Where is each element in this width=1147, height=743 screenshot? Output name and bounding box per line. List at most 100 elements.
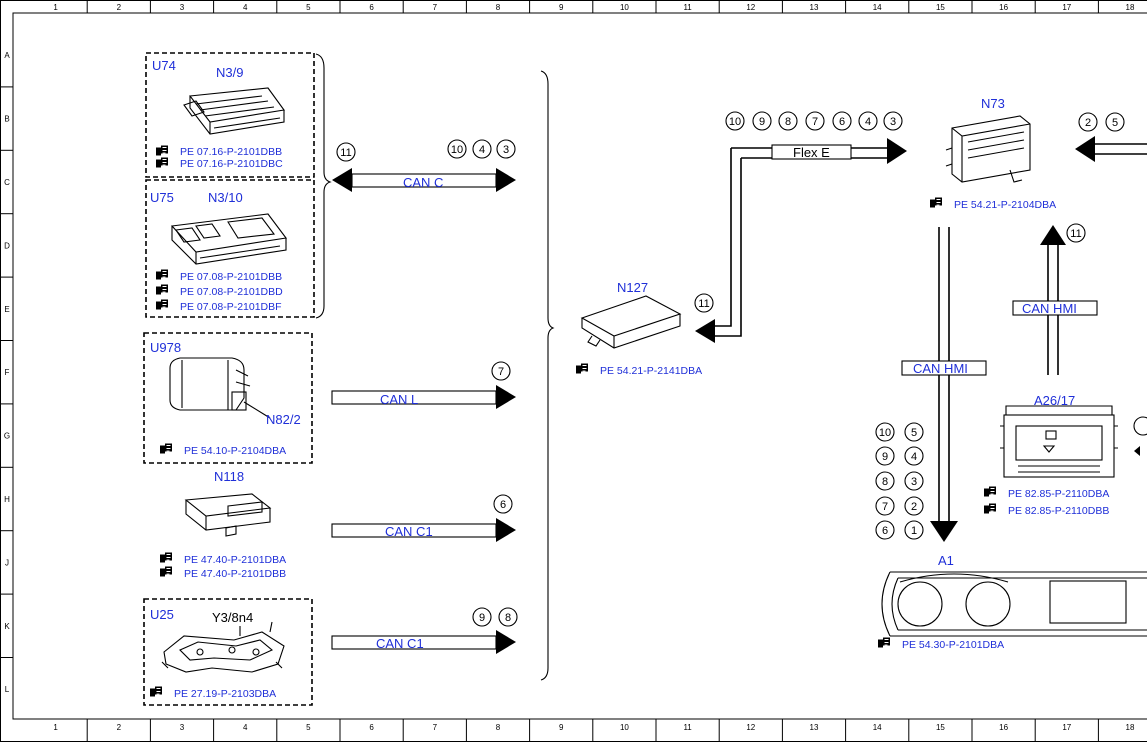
grid-column-label: 10 xyxy=(620,3,629,12)
svg-text:3: 3 xyxy=(503,144,509,156)
ref-u74-2[interactable]: PE 07.16-P-2101DBC xyxy=(180,158,283,170)
svg-text:6: 6 xyxy=(839,116,845,128)
wire-circle: 2 xyxy=(1078,112,1098,132)
bus-label-can-c: CAN C xyxy=(403,175,443,190)
ref-n73[interactable]: PE 54.21-P-2104DBA xyxy=(954,199,1056,211)
grid-column-label: 13 xyxy=(810,723,819,732)
wire-circle: 3 xyxy=(496,139,516,159)
module-label-n82-2: N82/2 xyxy=(266,412,301,427)
ref-u74-1[interactable]: PE 07.16-P-2101DBB xyxy=(180,146,282,158)
ref-u75-3[interactable]: PE 07.08-P-2101DBF xyxy=(180,301,282,313)
grid-column-label: 3 xyxy=(180,3,185,12)
bus-label-can-c1-b: CAN C1 xyxy=(376,636,424,651)
grid-row-label: E xyxy=(4,305,9,314)
wire-circle: 3 xyxy=(883,111,903,131)
module-label-n127: N127 xyxy=(617,280,648,295)
svg-text:11: 11 xyxy=(340,147,351,159)
wire-circle: 7 xyxy=(805,111,825,131)
grid-column-label: 12 xyxy=(746,723,755,732)
grid-column-label: 2 xyxy=(117,3,122,12)
svg-text:3: 3 xyxy=(911,476,917,488)
module-label-n118: N118 xyxy=(214,469,244,484)
ref-n118-1[interactable]: PE 47.40-P-2101DBA xyxy=(184,554,286,566)
ref-a1[interactable]: PE 54.30-P-2101DBA xyxy=(902,639,1004,651)
ref-u75-2[interactable]: PE 07.08-P-2101DBD xyxy=(180,286,283,298)
ref-u25[interactable]: PE 27.19-P-2103DBA xyxy=(174,688,276,700)
svg-text:10: 10 xyxy=(879,427,891,439)
svg-text:10: 10 xyxy=(729,116,741,128)
bus-can-l: CAN L xyxy=(331,385,516,409)
grid-row-label: L xyxy=(5,685,10,694)
grid-column-label: 3 xyxy=(180,723,185,732)
ref-u75-1[interactable]: PE 07.08-P-2101DBB xyxy=(180,271,282,283)
bracket-u74-u75 xyxy=(315,53,332,319)
group-label-u25: U25 xyxy=(150,607,174,622)
grid-column-label: 10 xyxy=(620,723,629,732)
grid-column-label: 4 xyxy=(243,3,248,12)
ecu-n3-9-icon xyxy=(183,87,285,135)
module-n73: N73 PE 54.21-P-2104DBA xyxy=(930,96,1056,211)
ref-n118-2[interactable]: PE 47.40-P-2101DBB xyxy=(184,568,286,580)
module-a26-17: A26/17 PE 82.85-P-2110DBA PE 82.85-P-211… xyxy=(984,393,1147,517)
svg-text:9: 9 xyxy=(759,116,765,128)
module-a1: A1 PE 54.30-P-2101DBA xyxy=(878,553,1147,651)
wire-circle: 11 xyxy=(694,293,714,313)
module-label-y3-8n4: Y3/8n4 xyxy=(212,610,253,625)
grid-column-label: 16 xyxy=(999,3,1008,12)
module-label-n3-9: N3/9 xyxy=(216,65,243,80)
wire-circle: 5 xyxy=(904,422,924,442)
wire-circle: 8 xyxy=(498,607,518,627)
grid-column-label: 1 xyxy=(53,3,58,12)
ref-u978[interactable]: PE 54.10-P-2104DBA xyxy=(184,445,286,457)
wire-circle: 4 xyxy=(858,111,878,131)
svg-text:7: 7 xyxy=(812,116,818,128)
module-label-a26-17: A26/17 xyxy=(1034,393,1075,408)
wire-circle: 11 xyxy=(1066,223,1086,243)
grid-column-label: 8 xyxy=(496,723,501,732)
wire-circle: 5 xyxy=(1105,112,1125,132)
bus-label-can-hmi-up: CAN HMI xyxy=(1022,301,1077,316)
svg-text:5: 5 xyxy=(1112,117,1118,129)
grid-column-label: 15 xyxy=(936,3,945,12)
grid-column-label: 15 xyxy=(936,723,945,732)
grid-column-label: 18 xyxy=(1126,723,1135,732)
grid-column-label: 14 xyxy=(873,3,882,12)
bus-flex-e: Flex E xyxy=(695,138,907,343)
wire-circle: 10 xyxy=(725,111,745,131)
valve-body-y3-8n4-icon xyxy=(161,621,285,673)
wire-circle: 1 xyxy=(904,520,924,540)
wire-circle: 6 xyxy=(493,494,513,514)
grid-column-label: 18 xyxy=(1126,3,1135,12)
svg-text:4: 4 xyxy=(911,451,917,463)
wire-circle: 8 xyxy=(875,471,895,491)
bus-can-c1-u25: CAN C1 xyxy=(331,630,516,654)
svg-text:7: 7 xyxy=(498,366,504,378)
bus-can-c1-n118: CAN C1 xyxy=(331,518,516,542)
wire-circle: 3 xyxy=(904,471,924,491)
instrument-cluster-a1-icon xyxy=(881,571,1147,637)
module-n127-icon xyxy=(580,295,682,349)
wire-circle: 4 xyxy=(472,139,492,159)
ref-a26-17-2[interactable]: PE 82.85-P-2110DBB xyxy=(1008,505,1109,517)
ref-n127[interactable]: PE 54.21-P-2141DBA xyxy=(600,365,702,377)
wire-circle: 7 xyxy=(491,361,511,381)
grid-column-label: 17 xyxy=(1062,723,1071,732)
grid-column-label: 9 xyxy=(559,3,564,12)
wire-circle: 10 xyxy=(875,422,895,442)
grid-row-label: C xyxy=(4,178,10,187)
sensor-n82-2-icon xyxy=(169,357,271,419)
module-n118: N118 PE 47.40-P-2101DBA PE 47.40-P-2101D… xyxy=(160,469,286,580)
grid-column-label: 6 xyxy=(369,723,374,732)
wire-circle: 6 xyxy=(875,520,895,540)
grid-column-label: 11 xyxy=(683,3,692,12)
group-label-u74: U74 xyxy=(152,58,176,73)
bus-can-hmi-up: CAN HMI xyxy=(1012,225,1098,375)
svg-text:8: 8 xyxy=(505,612,511,624)
grid-column-label: 5 xyxy=(306,723,311,732)
grid-labels: 1122334455667788991010111112121313141415… xyxy=(4,3,1135,732)
grid-column-label: 5 xyxy=(306,3,311,12)
module-n127: N127 PE 54.21-P-2141DBA xyxy=(576,280,702,377)
ref-a26-17-1[interactable]: PE 82.85-P-2110DBA xyxy=(1008,488,1109,500)
